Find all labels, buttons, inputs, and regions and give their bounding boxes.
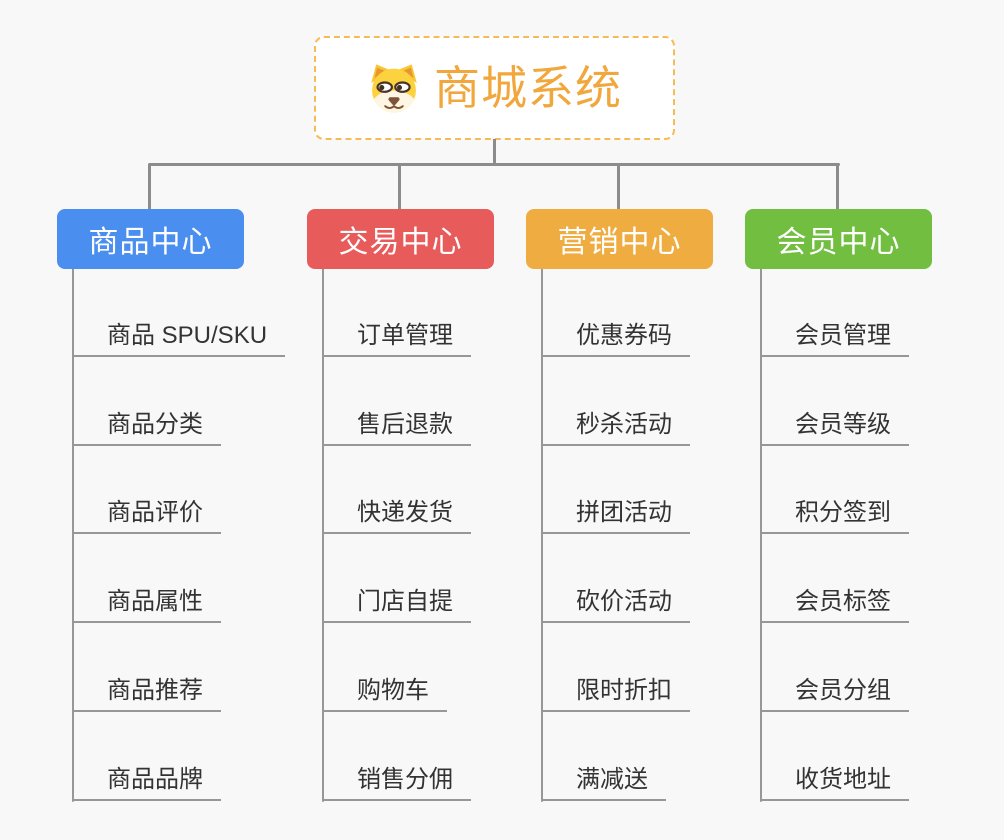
topic-item[interactable]: 会员管理 xyxy=(760,268,909,357)
branch-trunk-line xyxy=(760,269,762,802)
topic-item[interactable]: 商品属性 xyxy=(72,534,221,624)
branch-trunk-line xyxy=(541,269,543,802)
topic-list-member-center: 会员管理 会员等级 积分签到 会员标签 会员分组 收货地址 xyxy=(760,268,909,801)
topic-list-product-center: 商品 SPU/SKU 商品分类 商品评价 商品属性 商品推荐 商品品牌 xyxy=(72,268,286,801)
topic-item[interactable]: 订单管理 xyxy=(322,268,471,357)
topic-item[interactable]: 购物车 xyxy=(322,623,447,712)
topic-item[interactable]: 快递发货 xyxy=(322,446,471,535)
topic-item[interactable]: 售后退款 xyxy=(322,357,471,446)
connector-branch-stub xyxy=(617,165,620,210)
branch-header-member-center[interactable]: 会员中心 xyxy=(745,209,932,269)
connector-branch-stub xyxy=(148,165,151,210)
topic-item[interactable]: 拼团活动 xyxy=(541,446,690,535)
topic-item[interactable]: 会员等级 xyxy=(760,357,909,446)
branch-trunk-line xyxy=(72,269,74,802)
connector-root-stub xyxy=(493,139,496,164)
topic-item[interactable]: 门店自提 xyxy=(322,534,471,624)
topic-item[interactable]: 秒杀活动 xyxy=(541,357,690,446)
topic-item[interactable]: 会员分组 xyxy=(760,623,909,712)
connector-branch-stub xyxy=(398,165,401,210)
topic-item[interactable]: 销售分佣 xyxy=(322,712,471,801)
topic-item[interactable]: 积分签到 xyxy=(760,446,909,535)
topic-item[interactable]: 会员标签 xyxy=(760,534,909,624)
topic-list-marketing-center: 优惠券码 秒杀活动 拼团活动 砍价活动 限时折扣 满减送 xyxy=(541,268,690,801)
branch-header-trade-center[interactable]: 交易中心 xyxy=(307,209,494,269)
topic-item[interactable]: 商品分类 xyxy=(72,357,221,446)
topic-item[interactable]: 商品 SPU/SKU xyxy=(72,268,286,357)
connector-horizontal xyxy=(148,163,840,166)
topic-list-trade-center: 订单管理 售后退款 快递发货 门店自提 购物车 销售分佣 xyxy=(322,268,471,801)
branch-header-marketing-center[interactable]: 营销中心 xyxy=(526,209,713,269)
topic-item[interactable]: 商品评价 xyxy=(72,446,221,535)
branch-header-product-center[interactable]: 商品中心 xyxy=(57,209,244,269)
topic-item[interactable]: 商品品牌 xyxy=(72,712,221,801)
root-node[interactable]: 商城系统 xyxy=(314,36,675,140)
topic-item[interactable]: 限时折扣 xyxy=(541,623,690,712)
topic-item[interactable]: 满减送 xyxy=(541,712,666,801)
topic-item[interactable]: 优惠券码 xyxy=(541,268,690,357)
topic-item[interactable]: 砍价活动 xyxy=(541,534,690,624)
branch-trunk-line xyxy=(322,269,324,802)
topic-item[interactable]: 商品推荐 xyxy=(72,623,221,712)
topic-item[interactable]: 收货地址 xyxy=(760,712,909,801)
connector-branch-stub xyxy=(836,165,839,210)
dog-face-icon xyxy=(371,64,417,113)
root-title: 商城系统 xyxy=(434,62,622,114)
